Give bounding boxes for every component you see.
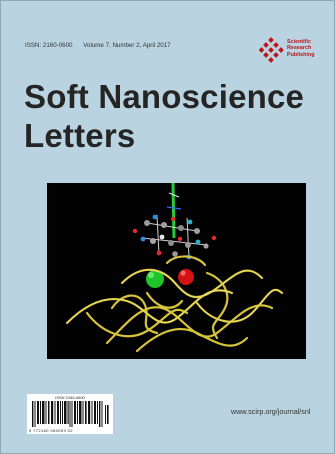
journal-website-link[interactable]: www.scirp.org/journal/snl [231,407,311,416]
protein-structure-icon [65,183,284,353]
issue-metadata: ISSN: 2160-0600 Volume 7, Number 2, Apri… [25,42,171,49]
cover-image [47,183,306,359]
barcode-issn: ISSN 2160-0600 [55,395,85,400]
volume-text: Volume 7, Number 2, April 2017 [83,42,171,49]
issn-text: ISSN: 2160-0600 [25,42,73,49]
publisher-line-3: Publishing [287,51,315,58]
title-line-2: Letters [24,117,136,154]
publisher-name: Scientific Research Publishing [287,39,315,58]
publisher-logo-icon [259,37,284,63]
barcode-digits: 9 772160 060003 02 [29,428,73,433]
journal-title: Soft Nanoscience Letters [24,77,304,155]
barcode-icon [32,401,109,427]
title-line-1: Soft Nanoscience [24,78,305,115]
publisher-line-2: Research [287,45,312,52]
publisher-line-1: Scientific [287,39,311,45]
barcode: ISSN 2160-0600 [27,394,113,434]
